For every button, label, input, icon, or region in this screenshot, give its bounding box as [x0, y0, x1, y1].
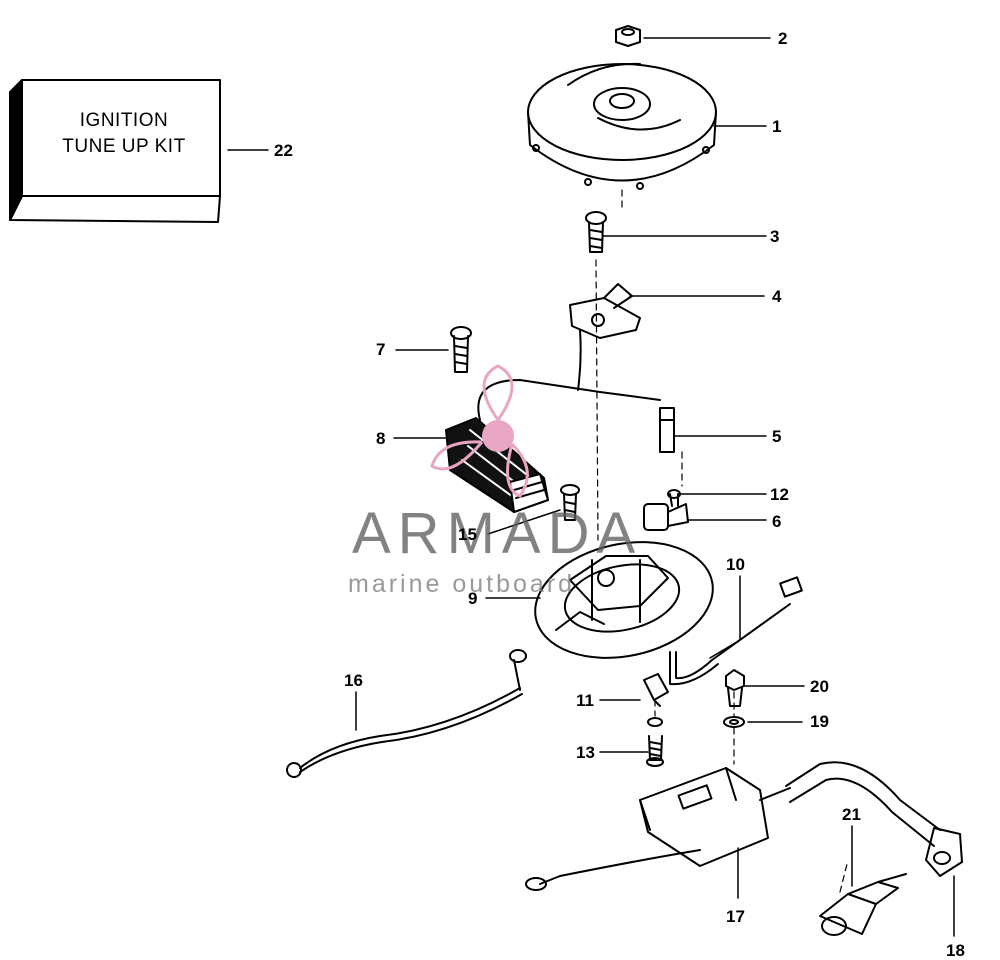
assembly-centerlines: [595, 189, 849, 893]
callout-6: 6: [772, 512, 782, 531]
callout-8: 8: [376, 429, 386, 448]
ground-wire: [286, 649, 527, 778]
callout-13: 13: [576, 743, 595, 762]
kit-label-line2: TUNE UP KIT: [62, 136, 186, 157]
callout-20: 20: [810, 677, 829, 696]
plate-screw: [560, 484, 580, 521]
armature-plate: [534, 541, 714, 659]
callout-leaders: [227, 37, 955, 937]
ground-lead: [669, 576, 803, 686]
watermark-tagline: marine outboard: [348, 570, 576, 598]
tune-up-kit-box: [9, 79, 221, 223]
callout-17: 17: [726, 907, 745, 926]
flywheel-screw: [585, 211, 607, 253]
callout-11: 11: [576, 691, 594, 710]
callout-9: 9: [468, 589, 478, 608]
callout-18: 18: [946, 941, 965, 960]
kit-label-line1: IGNITION: [79, 110, 169, 131]
callout-5: 5: [772, 427, 782, 446]
coil-mount-screw: [725, 669, 745, 707]
callout-15: 15: [458, 525, 477, 544]
callout-3: 3: [770, 227, 780, 246]
coil-screw: [450, 326, 472, 373]
callout-16: 16: [344, 671, 363, 690]
callout-10: 10: [726, 555, 745, 574]
spark-plug-lead: [785, 761, 963, 877]
watermark-brand: ARMADA: [352, 501, 643, 566]
callout-2: 2: [778, 29, 788, 48]
wire-terminal: [659, 407, 675, 453]
high-tension-coil: [525, 767, 791, 891]
washer: [723, 716, 745, 728]
flywheel: [527, 62, 717, 190]
watermark-propeller-icon: [430, 364, 529, 498]
breaker-point-set: [569, 283, 641, 391]
callout-22: 22: [274, 141, 293, 160]
callout-4: 4: [772, 287, 782, 306]
callout-21: 21: [842, 805, 861, 824]
callout-12: 12: [770, 485, 789, 504]
spark-plug: [819, 873, 907, 936]
condenser: [643, 489, 689, 531]
wire-clip: [643, 673, 669, 707]
callout-7: 7: [376, 340, 386, 359]
tune-up-kit-label: IGNITION TUNE UP KIT: [36, 108, 212, 160]
clip-screw: [646, 717, 664, 767]
callout-1: 1: [772, 117, 782, 136]
flywheel-nut: [615, 25, 641, 47]
callout-19: 19: [810, 712, 829, 731]
